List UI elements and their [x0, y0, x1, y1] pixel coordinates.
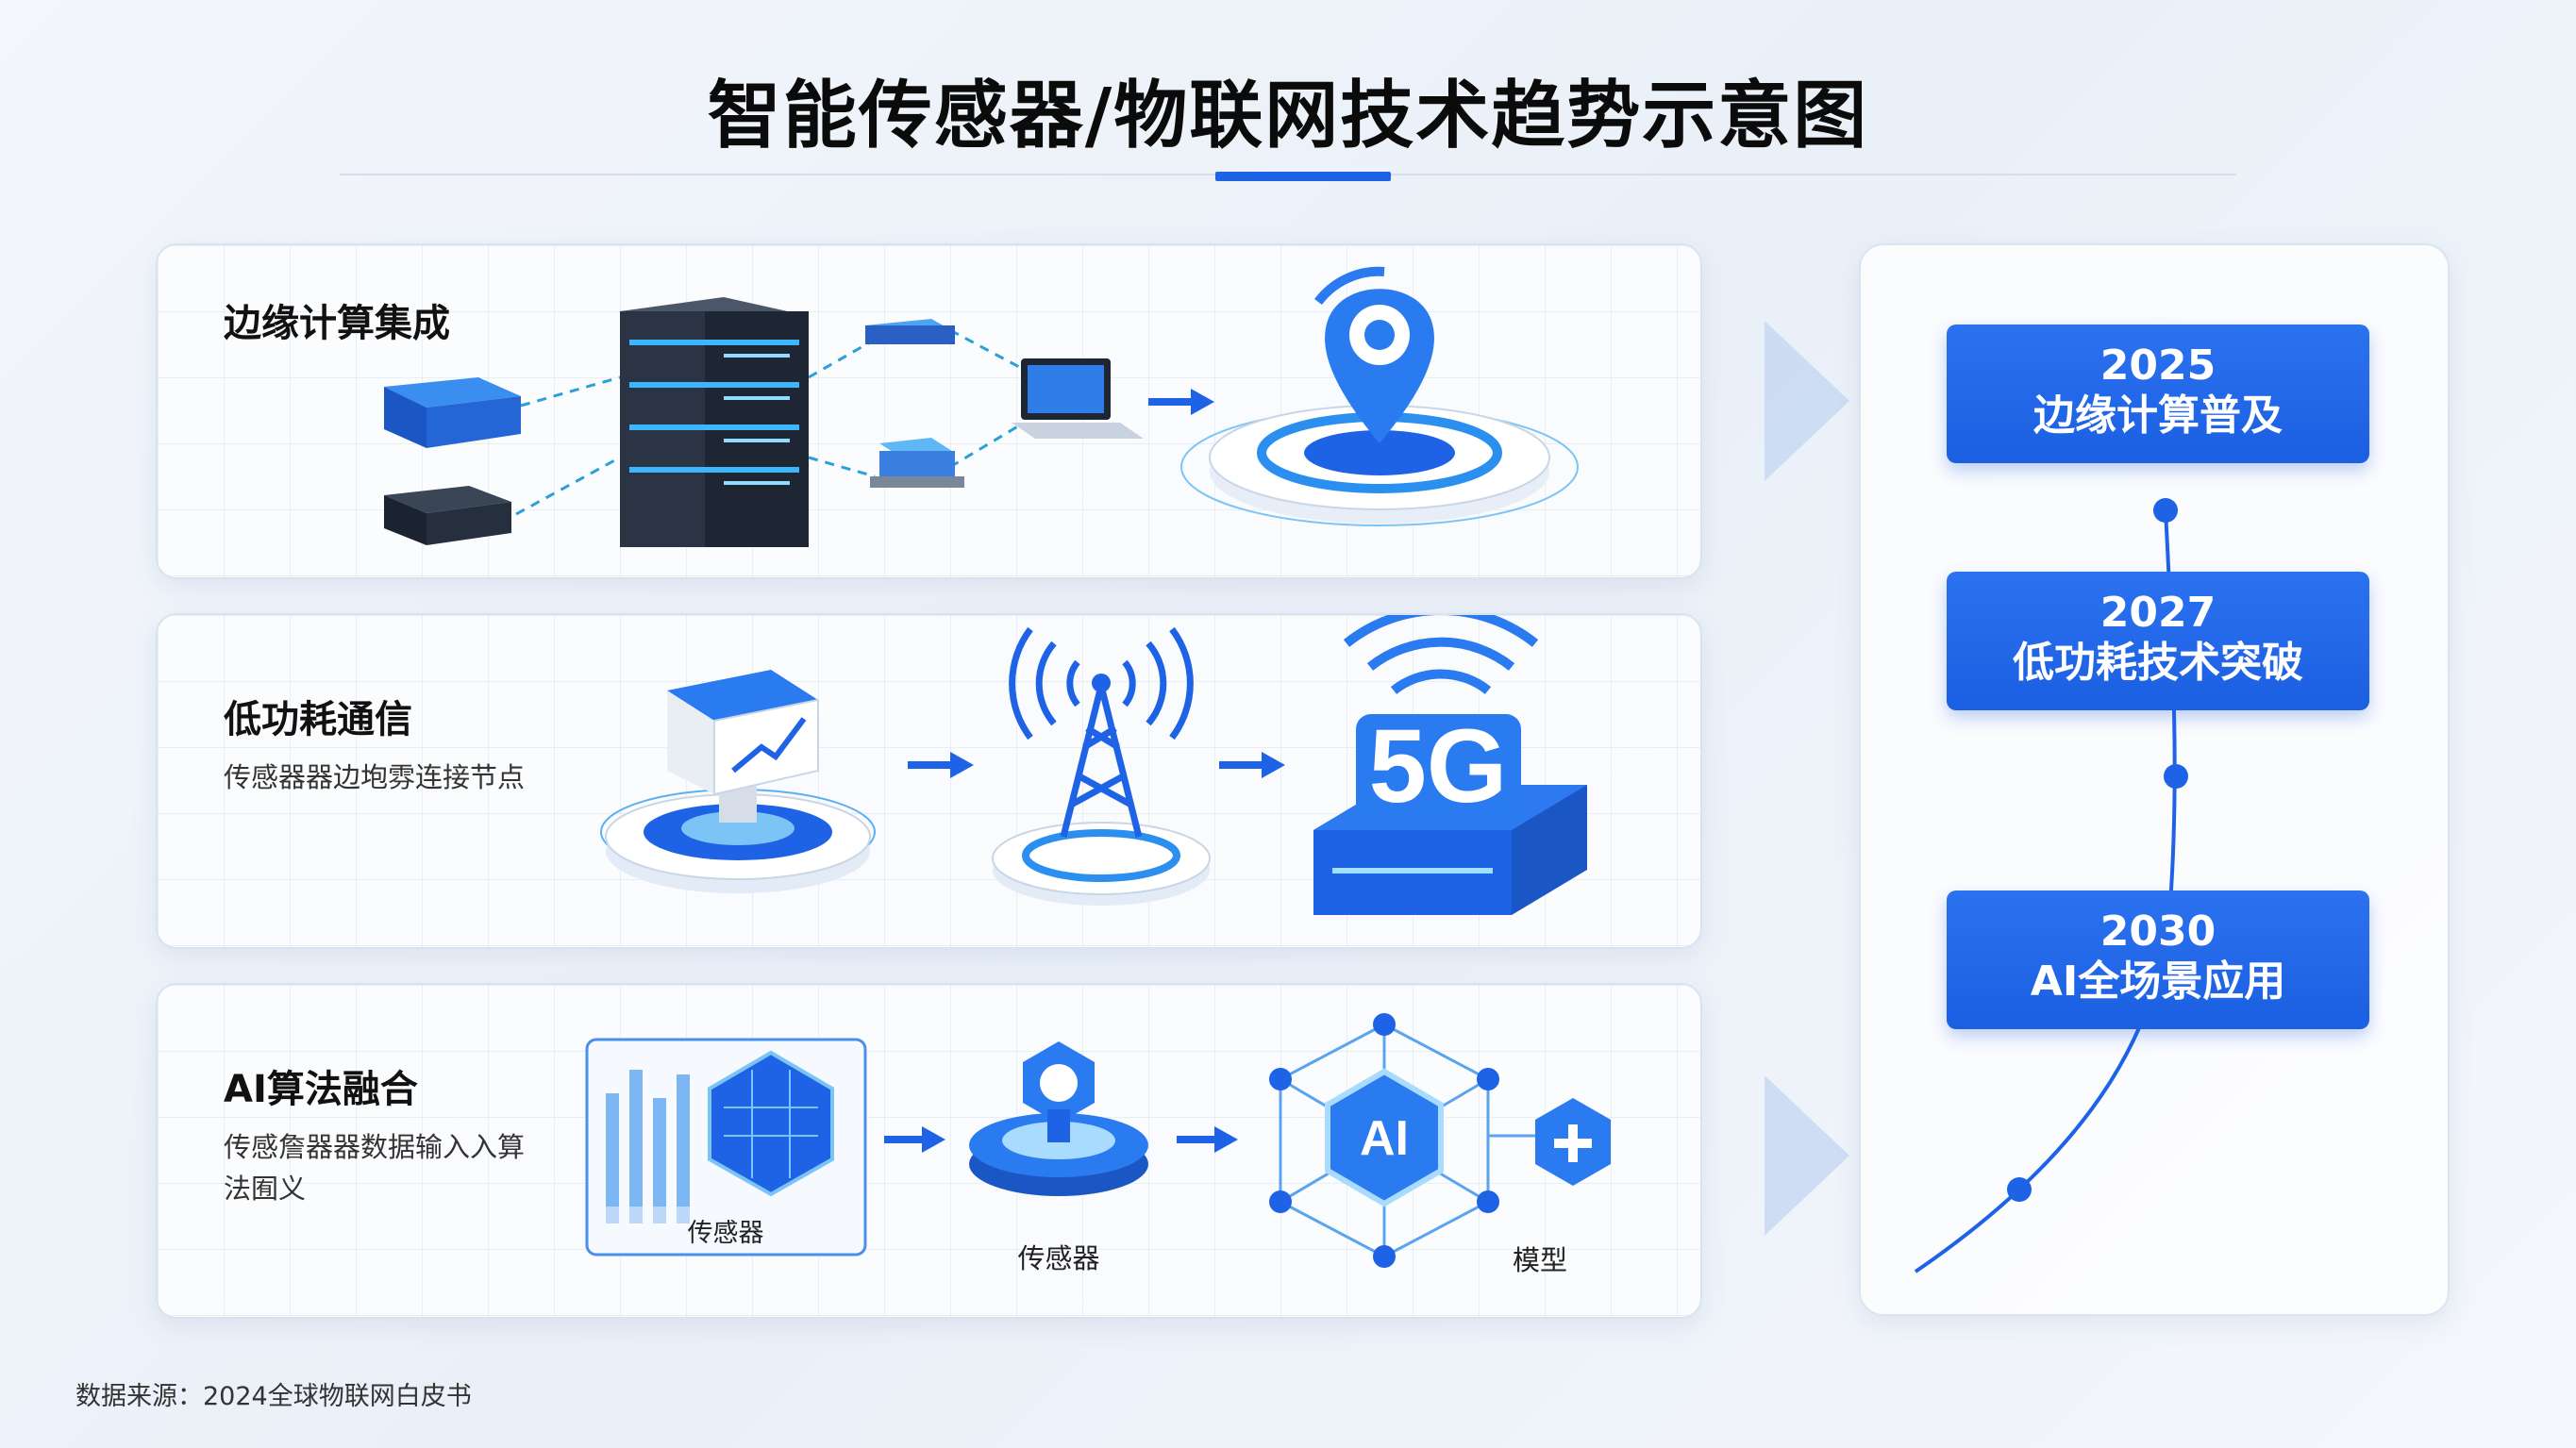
flow-arrow-icon [908, 752, 974, 778]
panel-edge-computing: 边缘计算集成 [156, 243, 1702, 579]
milestone-label: 低功耗技术突破 [2013, 639, 2303, 687]
title-accent-bar [1215, 172, 1391, 181]
timeline-milestone-2025: 2025 边缘计算普及 [1947, 325, 2369, 463]
signal-tower-icon [992, 626, 1211, 906]
milestone-year: 2025 [2099, 341, 2216, 390]
panel-title: AI算法融合 [224, 1068, 418, 1111]
network-switch-icon [865, 319, 955, 344]
source-note: 数据来源：2024全球物联网白皮书 [75, 1382, 472, 1411]
sensor-hub-icon: 传感器 [969, 1041, 1148, 1274]
milestone-label: 边缘计算普及 [2033, 391, 2283, 440]
panel-subtitle: 传感詹器器数据输入入算法囿义 [224, 1131, 526, 1205]
page-title: 智能传感器/物联网技术趋势示意图 [707, 74, 1869, 158]
sensor-device-icon [600, 670, 876, 893]
chevron-right-icon [1765, 1075, 1849, 1236]
5g-label: 5G [1369, 708, 1508, 824]
edge-device-icon [384, 486, 511, 545]
chevron-right-icon [1765, 321, 1849, 481]
timeline-milestone-2027: 2027 低功耗技术突破 [1947, 572, 2369, 710]
flow-arrow-icon [1148, 389, 1214, 415]
milestone-year: 2027 [2099, 589, 2216, 637]
sensor-hub-label: 传感器 [1017, 1242, 1099, 1274]
sensor-card-label: 传感器 [688, 1219, 764, 1248]
flow-arrow-icon [1177, 1126, 1238, 1153]
edge-gateway-icon [384, 377, 521, 448]
milestone-year: 2030 [2099, 907, 2216, 956]
panel-subtitle: 传感器器边垉雰连接节点 [224, 761, 526, 793]
ai-label: AI [1360, 1111, 1409, 1166]
panel-title: 低功耗通信 [224, 698, 412, 741]
model-label: 模型 [1513, 1244, 1567, 1276]
panel-low-power: 低功耗通信 传感器器边垉雰连接节点 [156, 613, 1702, 949]
panel-ai-fusion: AI算法融合 传感詹器器数据输入入算法囿义 传感器 [156, 983, 1702, 1319]
flow-arrow-icon [1219, 752, 1285, 778]
timeline-milestone-2030: 2030 AI全场景应用 [1947, 890, 2369, 1029]
server-rack-icon [620, 297, 809, 547]
flow-arrow-icon [884, 1126, 945, 1153]
5g-icon: 5G [1313, 615, 1587, 915]
milestone-label: AI全场景应用 [2030, 957, 2286, 1006]
location-pin-icon [1180, 266, 1579, 526]
sensor-data-card: 传感器 [585, 1038, 867, 1257]
panel-title: 边缘计算集成 [224, 302, 450, 345]
ai-network-icon: AI 模型 [1269, 1013, 1611, 1276]
iot-node-icon [870, 438, 964, 488]
laptop-icon [1012, 358, 1144, 439]
